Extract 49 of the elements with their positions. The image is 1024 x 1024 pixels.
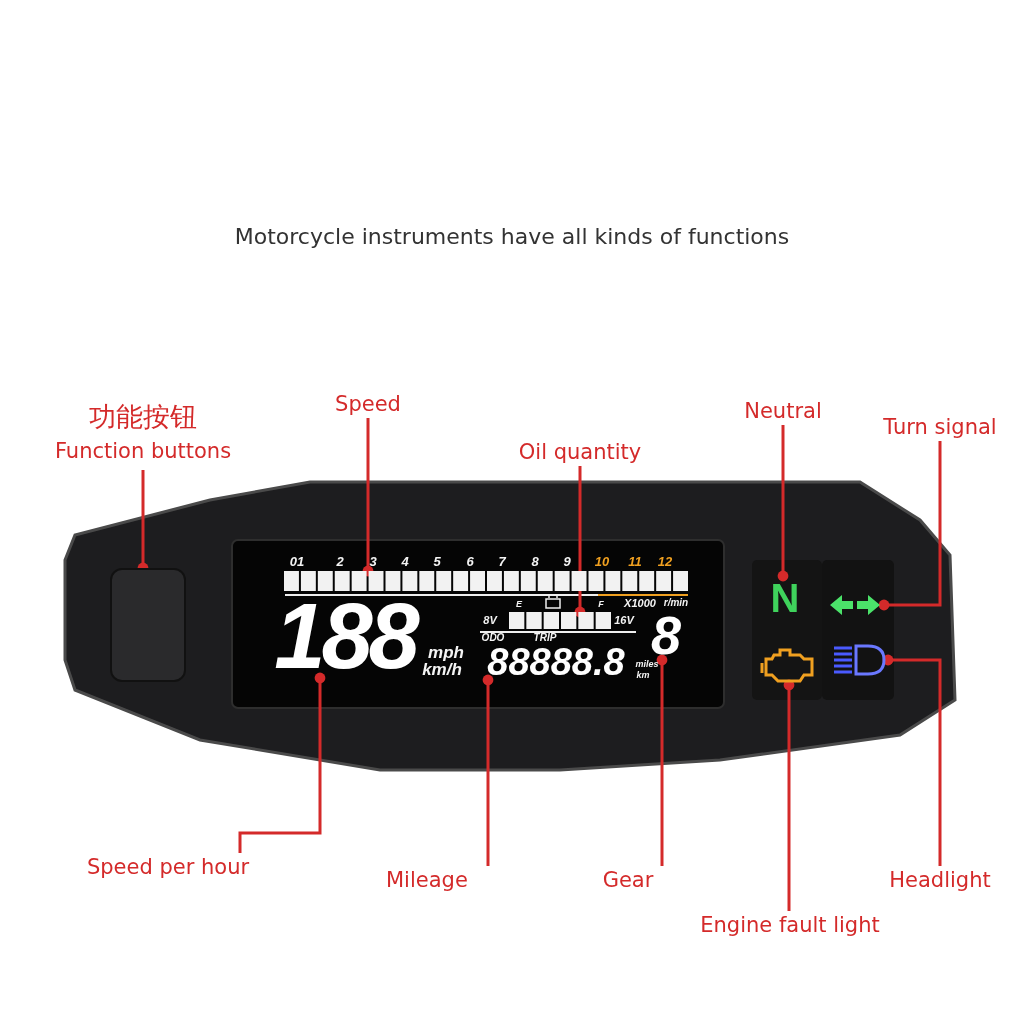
scale-text: 8V (483, 614, 497, 626)
display-text: km/h (422, 660, 462, 678)
display-text: X1000 (624, 597, 656, 609)
scale-text: 8 (531, 554, 539, 568)
scale-text: 4 (401, 554, 409, 568)
leader-line (482, 674, 494, 866)
leader-line (878, 441, 942, 611)
callout-label: Mileage (386, 866, 492, 894)
display-text: E (516, 599, 522, 609)
leader-line (882, 654, 942, 866)
display-text: ODO (481, 633, 505, 643)
tachometer-bar (283, 571, 689, 591)
scale-text: 16V (614, 614, 634, 626)
leader-line (238, 672, 326, 853)
callout-label: Turn signal (874, 413, 1006, 441)
display-text: km (636, 670, 650, 680)
scale-text: 9 (563, 554, 571, 568)
callout-label: Speed per hour (80, 853, 256, 881)
leader-line (362, 418, 374, 577)
callout-label: Function buttons (54, 438, 232, 465)
neutral-indicator: N (766, 576, 804, 620)
callout-label: 功能按钮 (89, 400, 197, 434)
odometer-readout: 88888.8 (478, 644, 634, 680)
scale-text: 01 (289, 554, 305, 568)
callout-label: Engine fault light (690, 911, 890, 939)
scale-text: 7 (498, 554, 506, 568)
callout-label: Speed (326, 390, 410, 418)
callout-label: Gear (588, 866, 668, 894)
display-text: mph (428, 643, 464, 661)
speed-readout: 188 (270, 594, 420, 678)
gear-readout: 8 (648, 610, 684, 660)
scale-text: 10 (594, 554, 610, 568)
voltage-bar (508, 612, 612, 629)
scale-text: 6 (466, 554, 474, 568)
display-text: F (598, 599, 604, 609)
scale-text: 2 (336, 554, 344, 568)
title: Motorcycle instruments have all kinds of functions (233, 224, 791, 249)
callout-label: Oil quantity (510, 438, 650, 466)
scale-text: 12 (657, 554, 673, 568)
leader-line (777, 425, 789, 582)
function-button (110, 568, 186, 682)
callout-label: Neutral (738, 397, 828, 425)
scale-text: 11 (628, 554, 642, 568)
display-text: miles (635, 659, 659, 669)
callout-label: Headlight (882, 866, 998, 894)
scale-text: 3 (369, 554, 377, 568)
scale-text: 5 (433, 554, 441, 568)
leader-line (656, 654, 668, 866)
leader-line (574, 466, 586, 618)
